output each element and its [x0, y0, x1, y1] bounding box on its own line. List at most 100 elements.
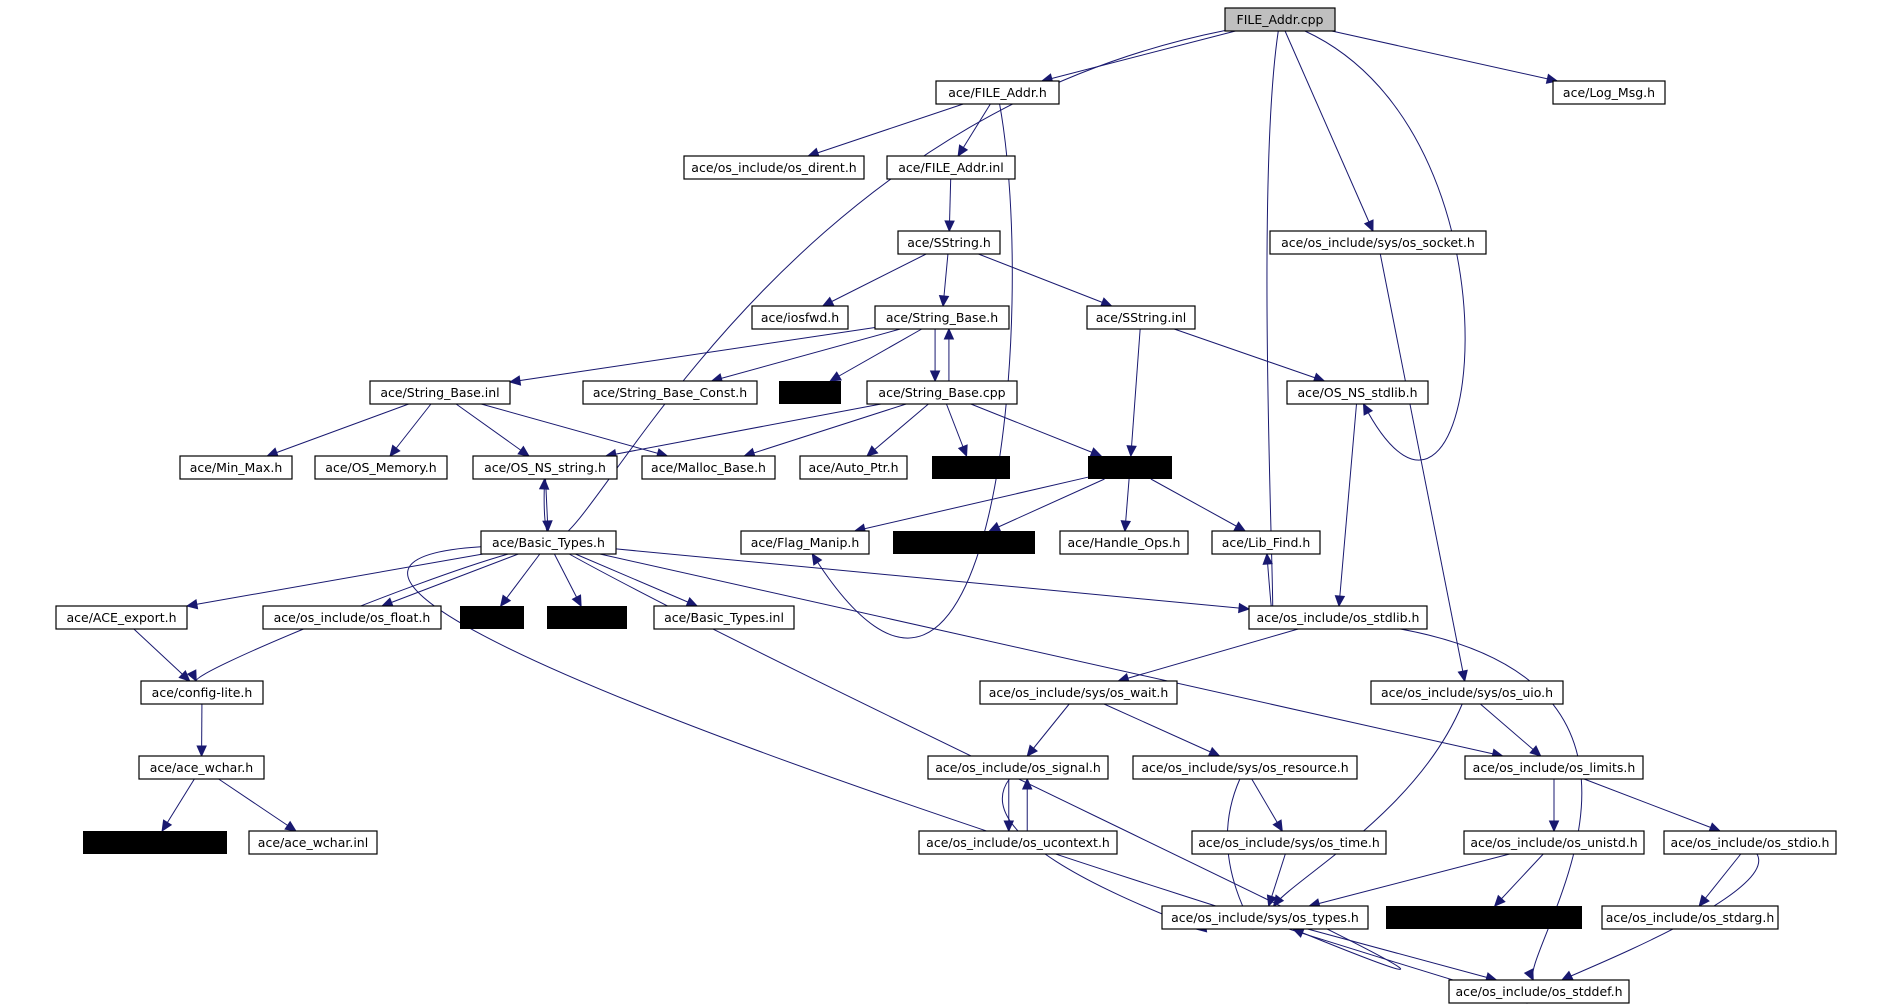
node-label: ace/Handle_Ops.h — [1068, 535, 1181, 550]
node-sys-os-resource-h[interactable]: ace/os_include/sys/os_resource.h — [1132, 755, 1358, 780]
node-os-ns-math-h[interactable]: ace/OS_NS_math.h — [893, 531, 1035, 554]
node-string-base-h[interactable]: ace/String_Base.h — [874, 305, 1010, 330]
node-label: ace/FILE_Addr.inl — [898, 160, 1003, 175]
node-stdint-h[interactable]: stdint.h — [460, 606, 524, 629]
node-ace-h[interactable]: ace/ACE.h — [1088, 456, 1172, 479]
node-label: ace/Basic_Types.h — [492, 535, 605, 550]
node-ace-wchar-inl[interactable]: ace/ace_wchar.inl — [248, 830, 378, 855]
node-os-float-h[interactable]: ace/os_include/os_float.h — [262, 605, 442, 630]
node-label: ace/OS_NS_math.h — [905, 535, 1024, 550]
arrowhead — [1207, 746, 1221, 757]
arrowhead — [1089, 447, 1103, 458]
node-box — [262, 605, 442, 630]
node-sys-os-socket-h[interactable]: ace/os_include/sys/os_socket.h — [1269, 230, 1487, 255]
edge-os_unistd_h-to-os_inttypes_h — [1493, 853, 1544, 907]
node-label: ace/os_include/sys/os_time.h — [1198, 835, 1380, 850]
edge-os_limits_h-to-os_stdio_h — [1583, 778, 1722, 833]
node-auto-ptr-h[interactable]: ace/Auto_Ptr.h — [799, 455, 908, 480]
node-os-signal-h[interactable]: ace/os_include/os_signal.h — [927, 755, 1109, 780]
node-label: ace/Min_Max.h — [190, 460, 283, 475]
node-label: ace/Basic_Types.inl — [664, 610, 784, 625]
node-label: inttypes.h — [556, 610, 619, 625]
edge-string_base_inl-to-os_ns_string_h — [455, 403, 530, 457]
node-box — [547, 606, 627, 629]
node-file-addr-inl[interactable]: ace/FILE_Addr.inl — [886, 155, 1016, 180]
arrowhead — [1120, 520, 1132, 533]
node-label: ace/config-macros.h — [92, 835, 219, 850]
node-box — [1663, 830, 1837, 855]
node-os-stddef-h[interactable]: ace/os_include/os_stddef.h — [1448, 979, 1630, 1004]
node-os-inttypes-h[interactable]: ace/os_include/os_inttypes.h — [1386, 906, 1582, 929]
node-os-unistd-h[interactable]: ace/os_include/os_unistd.h — [1463, 830, 1645, 855]
node-os-stdio-h[interactable]: ace/os_include/os_stdio.h — [1663, 830, 1837, 855]
node-label: ace/os_include/os_signal.h — [935, 760, 1101, 775]
node-sstring-h[interactable]: ace/SString.h — [897, 230, 1001, 255]
edge-os_limits_h-to-os_unistd_h — [1548, 779, 1560, 833]
node-label: ace/os_include/sys/os_resource.h — [1141, 760, 1348, 775]
node-box — [1224, 7, 1336, 32]
node-min-max-h[interactable]: ace/Min_Max.h — [179, 455, 293, 480]
arrowhead — [1238, 602, 1251, 614]
node-label: ace/FILE_Addr.h — [948, 85, 1047, 100]
node-sys-os-types-h[interactable]: ace/os_include/sys/os_types.h — [1161, 905, 1369, 930]
node-box — [683, 155, 865, 180]
node-box — [83, 831, 227, 854]
node-ace-export-h[interactable]: ace/ACE_export.h — [55, 605, 188, 630]
node-config-lite-h[interactable]: ace/config-lite.h — [140, 680, 264, 705]
node-box — [472, 455, 618, 480]
node-handle-ops-h[interactable]: ace/Handle_Ops.h — [1059, 530, 1189, 555]
node-iterator[interactable]: iterator — [779, 381, 841, 404]
node-label: ace/ace_wchar.inl — [258, 835, 368, 850]
node-box — [1269, 230, 1487, 255]
edge-sys_os_uio_h-to-sys_os_types_h — [1272, 703, 1463, 907]
edge-basic_types_h-to-ace_export_h — [185, 553, 484, 610]
node-os-limits-h[interactable]: ace/os_include/os_limits.h — [1464, 755, 1644, 780]
node-box — [886, 155, 1016, 180]
node-label: ace/os_include/os_stdlib.h — [1257, 610, 1420, 625]
edge-ace_wchar_h-to-config_macros_h — [161, 778, 195, 833]
node-string-base-const-h[interactable]: ace/String_Base_Const.h — [582, 380, 758, 405]
node-ace-wchar-h[interactable]: ace/ace_wchar.h — [138, 755, 265, 780]
node-box — [1601, 905, 1779, 930]
node-label: ace/String_Base.h — [886, 310, 998, 325]
node-sys-os-uio-h[interactable]: ace/os_include/sys/os_uio.h — [1370, 680, 1564, 705]
edge-string_base_h-to-iterator — [829, 328, 923, 382]
node-basic-types-inl[interactable]: ace/Basic_Types.inl — [653, 605, 795, 630]
node-label: ace/os_include/sys/os_uio.h — [1381, 685, 1553, 700]
node-os-stdlib-h[interactable]: ace/os_include/os_stdlib.h — [1248, 605, 1428, 630]
node-os-memory-h[interactable]: ace/OS_Memory.h — [314, 455, 448, 480]
node-ace-log-msg-h[interactable]: ace/Log_Msg.h — [1552, 80, 1666, 105]
node-label: ace/ace_wchar.h — [150, 760, 253, 775]
node-sys-os-wait-h[interactable]: ace/os_include/sys/os_wait.h — [979, 680, 1178, 705]
node-inttypes-h[interactable]: inttypes.h — [547, 606, 627, 629]
node-flag-manip-h[interactable]: ace/Flag_Manip.h — [740, 530, 870, 555]
node-config-macros-h[interactable]: ace/config-macros.h — [83, 831, 227, 854]
node-os-ucontext-h[interactable]: ace/os_include/os_ucontext.h — [918, 830, 1118, 855]
node-os-stdarg-h[interactable]: ace/os_include/os_stdarg.h — [1601, 905, 1779, 930]
node-sstring-inl[interactable]: ace/SString.inl — [1086, 305, 1196, 330]
edge-string_base_h-to-string_base_const_h — [710, 328, 901, 384]
node-box — [369, 380, 511, 405]
node-string-base-inl[interactable]: ace/String_Base.inl — [369, 380, 511, 405]
edge-basic_types_h-to-basic_types_inl — [575, 553, 699, 607]
edge-sys_os_wait_h-to-sys_os_resource_h — [1103, 703, 1221, 757]
node-malloc-base-h[interactable]: ace/Malloc_Base.h — [641, 455, 776, 480]
node-box — [1059, 530, 1189, 555]
arrowhead — [1003, 820, 1015, 833]
node-lib-find-h[interactable]: ace/Lib_Find.h — [1211, 530, 1321, 555]
node-os-dirent-h[interactable]: ace/os_include/os_dirent.h — [683, 155, 865, 180]
arrowhead — [1529, 745, 1542, 757]
node-box — [1386, 906, 1582, 929]
node-os-ns-stdlib-h[interactable]: ace/OS_NS_stdlib.h — [1286, 380, 1429, 405]
node-iosfwd-h[interactable]: ace/iosfwd.h — [751, 305, 849, 330]
node-os-ns-string-h[interactable]: ace/OS_NS_string.h — [472, 455, 618, 480]
node-string-base-cpp[interactable]: ace/String_Base.cpp — [866, 380, 1018, 405]
node-algorithm[interactable]: algorithm — [932, 456, 1010, 479]
node-basic-types-h[interactable]: ace/Basic_Types.h — [480, 530, 617, 555]
edge-ace_file_addr_h-to-flag_manip_h — [811, 103, 1013, 639]
node-ace-file-addr-h[interactable]: ace/FILE_Addr.h — [935, 80, 1060, 105]
node-label: ace/os_include/os_limits.h — [1473, 760, 1636, 775]
arrowhead — [186, 669, 197, 683]
node-sys-os-time-h[interactable]: ace/os_include/sys/os_time.h — [1191, 830, 1387, 855]
node-file-addr-cpp[interactable]: FILE_Addr.cpp — [1224, 7, 1336, 32]
